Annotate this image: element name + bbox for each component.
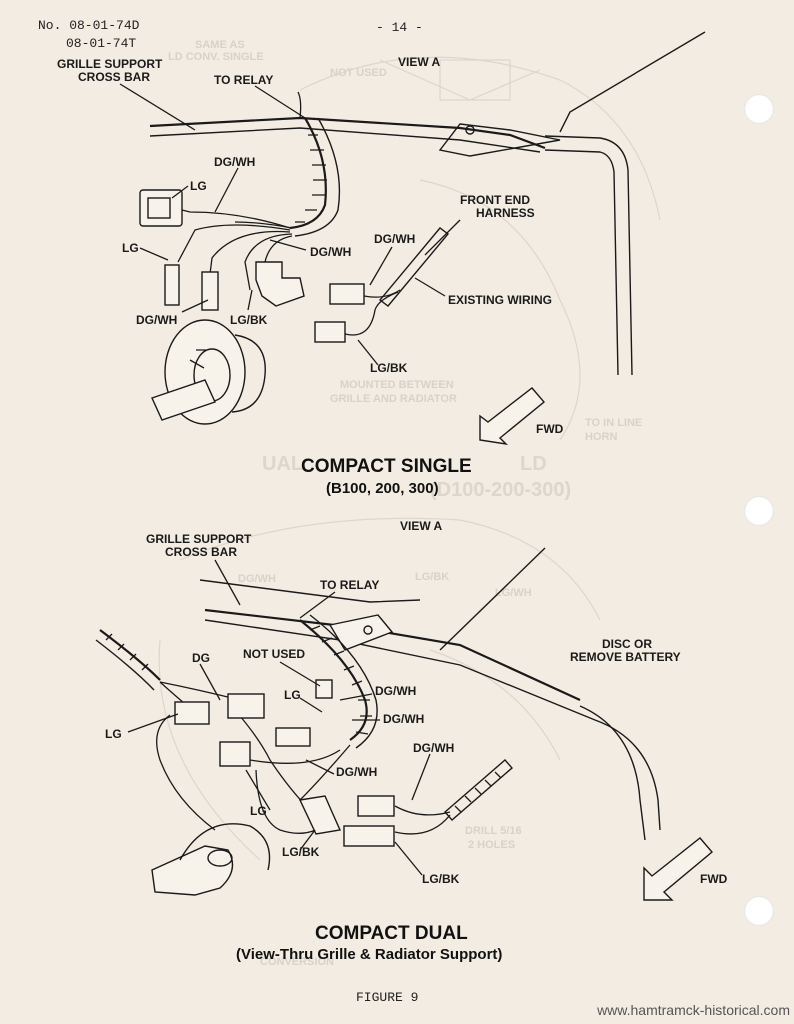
figure-caption: FIGURE 9 <box>356 990 419 1005</box>
doc-number-2: 08-01-74T <box>66 36 137 51</box>
binder-hole-top <box>744 94 774 124</box>
dual-label-lg-mid: LG <box>284 688 301 702</box>
dual-label-disc-or: DISC OR <box>602 637 652 651</box>
dual-relay-conduit <box>299 619 368 741</box>
show-through-layer: SAME AS LD CONV. SINGLE NOT USED MOUNTED… <box>158 39 661 968</box>
ghost-text-15: DG/WH <box>238 573 276 585</box>
ghost-text-2: LD CONV. SINGLE <box>168 51 264 63</box>
label-lg-top: LG <box>190 179 207 193</box>
dual-label-dg-wh-1: DG/WH <box>375 684 416 698</box>
label-front-end: FRONT END <box>460 193 530 207</box>
fwd-arrow-bottom <box>643 837 713 901</box>
label-grille-support: GRILLE SUPPORT <box>57 57 163 71</box>
label-dg-wh-top: DG/WH <box>214 155 255 169</box>
dual-grille-support-cross-bar <box>204 608 581 701</box>
connector-dual-lg <box>174 701 210 725</box>
connector-dual-dg-wh <box>275 727 311 747</box>
existing-wiring-loom <box>378 227 450 307</box>
dual-label-grille-support: GRILLE SUPPORT <box>146 532 252 546</box>
dual-label-lg-left: LG <box>105 727 122 741</box>
compact-single-title: COMPACT SINGLE <box>301 456 472 477</box>
ghost-text-10: (D100-200-300) <box>430 479 571 501</box>
dual-label-cross-bar: CROSS BAR <box>165 545 237 559</box>
connector-dg-wh-right <box>329 283 365 305</box>
dual-label-dg-wh-2: DG/WH <box>383 712 424 726</box>
binder-hole-middle <box>744 496 774 526</box>
dual-label-view-a: VIEW A <box>400 519 443 533</box>
dual-label-lg-bk-2: LG/BK <box>422 872 460 886</box>
grille-support-cross-bar <box>149 116 546 150</box>
ghost-text-9: UAL <box>262 453 303 475</box>
page-number: - 14 - <box>376 20 423 35</box>
ghost-text-16: CONVERSION <box>260 956 334 968</box>
compact-single-subtitle: (B100, 200, 300) <box>326 480 439 497</box>
watermark-url: www.hamtramck-historical.com <box>597 1002 790 1018</box>
dual-label-dg-wh-4: DG/WH <box>413 741 454 755</box>
compact-dual-diagram: VIEW A GRILLE SUPPORT CROSS BAR TO RELAY… <box>95 519 728 963</box>
ghost-text-4: MOUNTED BETWEEN <box>340 379 454 391</box>
ghost-text-7: HORN <box>585 431 617 443</box>
dual-left-loom <box>99 629 161 681</box>
label-fwd-top: FWD <box>536 422 564 436</box>
connector-lg-bk-right <box>314 321 346 343</box>
label-cross-bar: CROSS BAR <box>78 70 150 84</box>
dual-label-remove-battery: REMOVE BATTERY <box>570 650 681 664</box>
dual-existing-loom <box>444 759 513 821</box>
connector-dual-lg-left <box>219 741 251 767</box>
label-lg-left: LG <box>122 241 139 255</box>
dual-label-not-used: NOT USED <box>243 647 305 661</box>
connector-dg-wh-left <box>201 271 219 311</box>
ghost-text-8: LD <box>520 453 547 475</box>
label-harness: HARNESS <box>476 206 535 220</box>
connector-dual-not-used <box>315 679 333 699</box>
connector-dual-lg-bk-left <box>298 795 342 835</box>
ghost-text-6: TO IN LINE <box>585 417 642 429</box>
compact-dual-subtitle: (View-Thru Grille & Radiator Support) <box>236 946 502 963</box>
relay-bracket <box>438 123 561 157</box>
label-lg-bk-left: LG/BK <box>230 313 268 327</box>
ghost-text-13: LG/BK <box>415 571 449 583</box>
dual-label-dg: DG <box>192 651 210 665</box>
dual-label-fwd: FWD <box>700 872 728 886</box>
body-outline-top <box>544 135 633 376</box>
label-dg-wh-left: DG/WH <box>136 313 177 327</box>
dual-body-outline <box>204 619 661 831</box>
label-dg-wh-mid: DG/WH <box>310 245 351 259</box>
label-to-relay: TO RELAY <box>214 73 273 87</box>
label-lg-bk-right: LG/BK <box>370 361 408 375</box>
connector-dual-dg <box>227 693 265 719</box>
dual-label-dg-wh-3: DG/WH <box>336 765 377 779</box>
label-view-a: VIEW A <box>398 55 441 69</box>
ghost-text-12: 2 HOLES <box>468 839 515 851</box>
dual-label-lg-bottom: LG <box>250 804 267 818</box>
relay-conduit <box>289 117 327 230</box>
fwd-arrow-top <box>479 387 545 446</box>
connector-lg-left <box>164 264 180 306</box>
dual-label-lg-bk-1: LG/BK <box>282 845 320 859</box>
connector-dual-dg-wh-right <box>357 795 395 817</box>
label-existing-wiring: EXISTING WIRING <box>448 293 552 307</box>
compact-dual-title: COMPACT DUAL <box>315 923 468 944</box>
connector-lg-bk-left <box>255 261 305 307</box>
ghost-text-14: LG/WH <box>495 587 532 599</box>
ghost-text-1: SAME AS <box>195 39 245 51</box>
doc-number-1: No. 08-01-74D <box>38 18 140 33</box>
ghost-text-3: NOT USED <box>330 67 387 79</box>
ghost-text-5: GRILLE AND RADIATOR <box>330 393 457 405</box>
dual-label-to-relay: TO RELAY <box>320 578 379 592</box>
binder-hole-bottom <box>744 896 774 926</box>
horn-dual <box>151 845 234 896</box>
connector-dual-lg-bk-right <box>343 825 395 847</box>
compact-single-diagram: GRILLE SUPPORT CROSS BAR TO RELAY VIEW A… <box>57 31 706 497</box>
label-dg-wh-right: DG/WH <box>374 232 415 246</box>
ghost-text-11: DRILL 5/16 <box>465 825 522 837</box>
